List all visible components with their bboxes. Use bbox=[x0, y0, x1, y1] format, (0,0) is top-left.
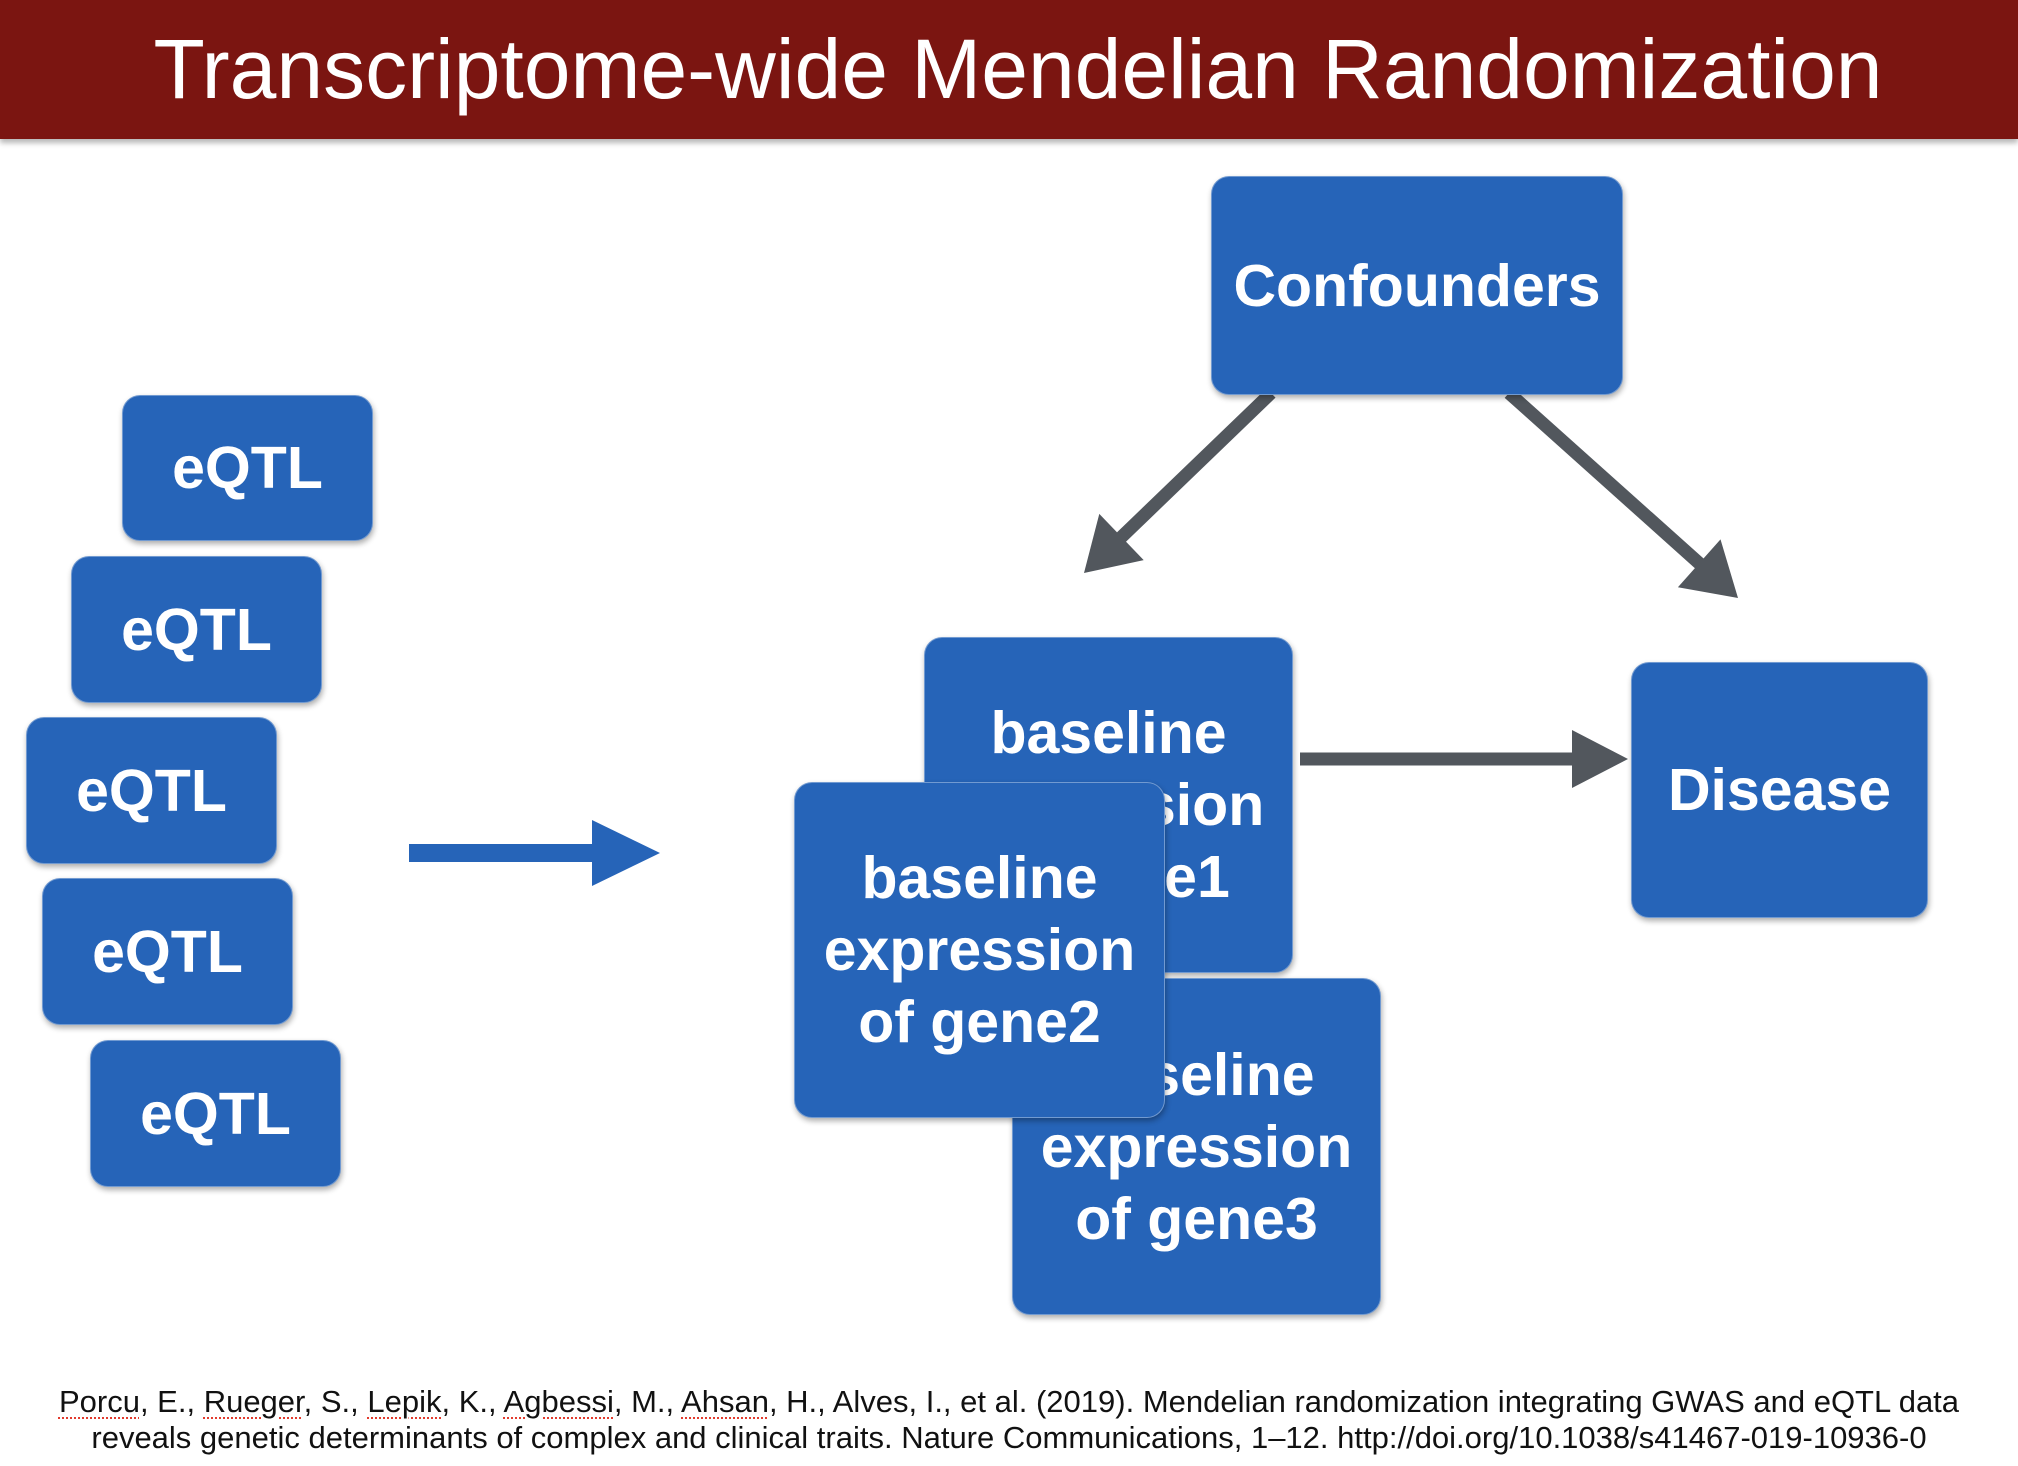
box-label-line: expression bbox=[823, 917, 1136, 983]
citation-text: , S., bbox=[303, 1384, 368, 1419]
arrow-shaft bbox=[1114, 388, 1276, 545]
eqtl-box: eQTL bbox=[122, 395, 373, 541]
arrow-confounders-to-disease bbox=[1504, 388, 1738, 598]
arrow-confounders-to-gene-expression bbox=[1084, 388, 1276, 573]
eqtl-label: eQTL bbox=[140, 1080, 291, 1147]
disease-label: Disease bbox=[1667, 757, 1892, 823]
box-label-line: of gene3 bbox=[1075, 1185, 1318, 1252]
citation-line-1: Porcu, E., Rueger, S., Lepik, K., Agbess… bbox=[0, 1384, 2018, 1420]
eqtl-label: eQTL bbox=[76, 757, 227, 824]
citation-line-2: reveals genetic determinants of complex … bbox=[91, 1420, 1927, 1455]
eqtl-label: eQTL bbox=[121, 596, 272, 663]
box-label-line: baseline bbox=[861, 845, 1098, 911]
box-label-line: expression bbox=[1040, 1113, 1353, 1180]
title-bar: Transcriptome-wide Mendelian Randomizati… bbox=[0, 0, 2018, 139]
gene2-expression-box: baseline expression of gene2 bbox=[794, 782, 1165, 1118]
citation: Porcu, E., Rueger, S., Lepik, K., Agbess… bbox=[0, 1384, 2018, 1456]
slide-title: Transcriptome-wide Mendelian Randomizati… bbox=[153, 22, 1883, 116]
arrow-head bbox=[1677, 539, 1738, 598]
arrow-eqtl-to-gene-expression bbox=[409, 820, 660, 886]
disease-box: Disease bbox=[1631, 662, 1928, 918]
citation-author-name: Lepik bbox=[367, 1384, 442, 1419]
box-label-line: of gene2 bbox=[858, 989, 1101, 1055]
arrow-head bbox=[1084, 513, 1144, 573]
citation-text: , H., Alves, I., et al. (2019). Mendelia… bbox=[768, 1384, 1960, 1419]
arrow-gene-expression-to-disease bbox=[1300, 730, 1628, 788]
arrow-shaft bbox=[1504, 388, 1707, 571]
arrow-head bbox=[592, 820, 660, 886]
eqtl-box: eQTL bbox=[26, 717, 277, 864]
citation-author-name: Porcu bbox=[58, 1384, 140, 1419]
eqtl-box: eQTL bbox=[42, 878, 293, 1025]
arrow-shaft bbox=[409, 844, 595, 862]
citation-author-name: Ahsan bbox=[681, 1384, 769, 1419]
confounders-label: Confounders bbox=[1233, 252, 1601, 319]
confounders-box: Confounders bbox=[1211, 176, 1623, 395]
citation-text: , M., bbox=[613, 1384, 682, 1419]
citation-author-name: Agbessi bbox=[503, 1384, 614, 1419]
eqtl-label: eQTL bbox=[172, 435, 323, 501]
arrow-head bbox=[1572, 730, 1628, 788]
eqtl-box: eQTL bbox=[71, 556, 322, 703]
citation-author-name: Rueger bbox=[203, 1384, 304, 1419]
eqtl-label: eQTL bbox=[92, 918, 243, 985]
box-label-line: baseline bbox=[990, 700, 1227, 766]
citation-text: , K., bbox=[441, 1384, 504, 1419]
citation-text: , E., bbox=[139, 1384, 204, 1419]
eqtl-box: eQTL bbox=[90, 1040, 341, 1187]
